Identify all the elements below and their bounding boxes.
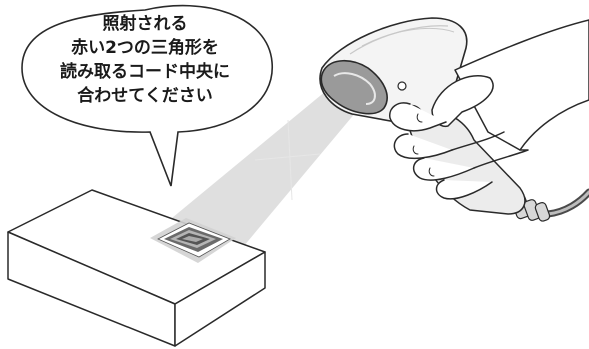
box-right-side xyxy=(174,251,266,347)
little-finger xyxy=(435,179,493,200)
scan-beam xyxy=(155,86,356,265)
ring-finger xyxy=(412,157,475,181)
index-finger xyxy=(389,102,447,132)
callout-line: 赤い2つの三角形を xyxy=(71,38,219,58)
scanner-cable xyxy=(544,188,589,218)
cardboard-box xyxy=(7,189,266,347)
indicator-led-icon xyxy=(397,81,407,91)
callout-line: 読み取るコード中央に xyxy=(60,62,230,82)
speech-bubble xyxy=(21,4,273,187)
middle-finger xyxy=(393,133,453,160)
callout-line: 照射される xyxy=(102,14,188,34)
hand xyxy=(389,19,589,200)
callout-line: 合わせてください xyxy=(77,86,213,106)
callout-text: 照射される 赤い2つの三角形を 読み取るコード中央に 合わせてください xyxy=(14,12,276,108)
arm xyxy=(454,19,589,151)
barcode-label xyxy=(157,222,231,258)
